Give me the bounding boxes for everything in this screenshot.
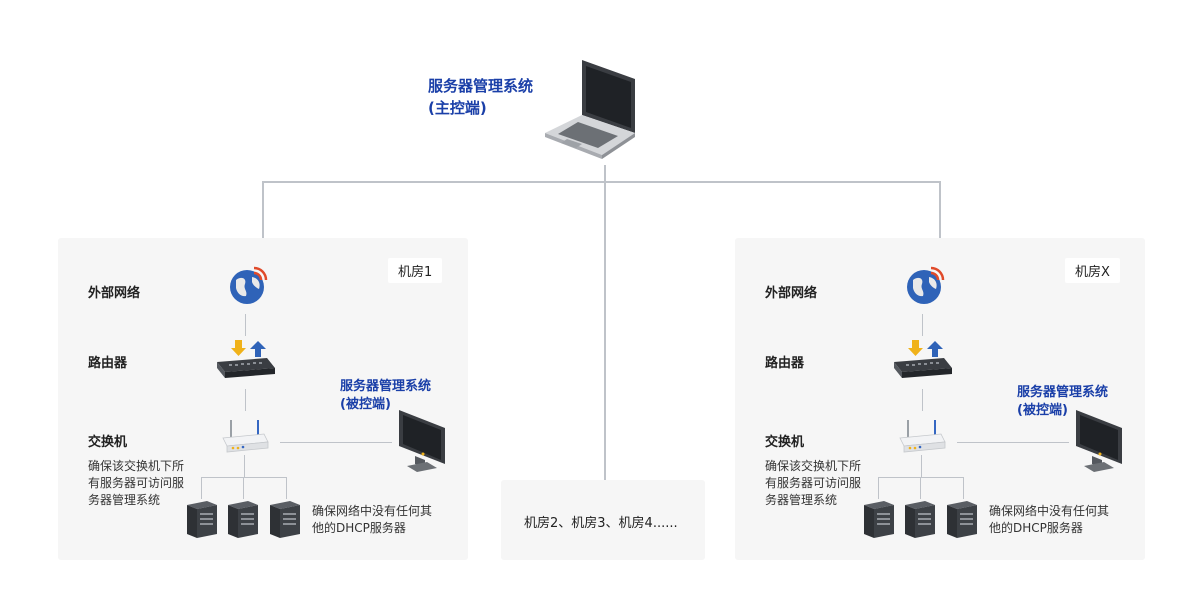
switch-note-line: 确保该交换机下所 — [765, 459, 862, 473]
controller-title: 服务器管理系统 — [428, 77, 534, 95]
link-server-bus-1 — [201, 477, 287, 478]
link-server-b-1 — [243, 477, 244, 499]
link-switch-servers-1 — [244, 455, 245, 477]
dhcp-note-1: 确保网络中没有任何其 他的DHCP服务器 — [312, 503, 462, 537]
switch-icon — [897, 418, 947, 454]
link-router-switch-1 — [245, 389, 246, 411]
dhcp-note-line: 他的DHCP服务器 — [312, 521, 406, 535]
router-label-1: 路由器 — [88, 356, 128, 371]
connector-left-drop — [262, 181, 264, 238]
controller-label: 服务器管理系统 (主控端) — [428, 75, 533, 119]
link-globe-router-1 — [245, 314, 246, 336]
server-icon — [903, 499, 937, 539]
server-icon — [945, 499, 979, 539]
switch-label-1: 交换机 — [88, 435, 128, 450]
link-switch-client-x — [957, 442, 1069, 443]
globe-icon — [228, 264, 270, 306]
dhcp-note-line: 确保网络中没有任何其 — [312, 504, 433, 518]
monitor-icon — [1070, 406, 1126, 474]
client-title: 服务器管理系统 — [1017, 385, 1109, 400]
router-label-x: 路由器 — [765, 356, 805, 371]
link-switch-servers-x — [921, 455, 922, 477]
other-rooms-label: 机房2、机房3、机房4...... — [524, 516, 678, 531]
switch-note-line: 有服务器可访问服 — [765, 476, 862, 490]
client-subtitle: (被控端) — [1017, 403, 1068, 418]
server-icon — [268, 499, 302, 539]
client-label-1: 服务器管理系统 (被控端) — [340, 378, 431, 414]
connector-horizontal — [262, 181, 941, 183]
server-icon — [185, 499, 219, 539]
switch-note-line: 务器管理系统 — [765, 493, 838, 507]
switch-label-x: 交换机 — [765, 435, 805, 450]
room-tag-x: 机房X — [1065, 258, 1120, 283]
connector-right-drop — [939, 181, 941, 238]
switch-note-1: 确保该交换机下所 有服务器可访问服 务器管理系统 — [88, 458, 208, 509]
dhcp-note-x: 确保网络中没有任何其 他的DHCP服务器 — [989, 503, 1139, 537]
dhcp-note-line: 确保网络中没有任何其 — [989, 504, 1110, 518]
server-icon — [226, 499, 260, 539]
switch-icon — [220, 418, 270, 454]
external-network-label-1: 外部网络 — [88, 286, 141, 301]
link-router-switch-x — [922, 389, 923, 411]
link-server-c-x — [963, 477, 964, 499]
link-globe-router-x — [922, 314, 923, 336]
client-label-x: 服务器管理系统 (被控端) — [1017, 384, 1108, 420]
globe-icon — [905, 264, 947, 306]
link-server-bus-x — [878, 477, 964, 478]
room-tag-1: 机房1 — [388, 258, 443, 283]
client-title: 服务器管理系统 — [340, 379, 432, 394]
external-network-label-x: 外部网络 — [765, 286, 818, 301]
monitor-icon — [393, 406, 449, 474]
link-server-a-1 — [201, 477, 202, 499]
connector-trunk — [604, 165, 606, 480]
switch-note-line: 有服务器可访问服 — [88, 476, 185, 490]
server-icon — [862, 499, 896, 539]
dhcp-note-line: 他的DHCP服务器 — [989, 521, 1083, 535]
link-switch-client-1 — [280, 442, 392, 443]
link-server-b-x — [920, 477, 921, 499]
controller-subtitle: (主控端) — [428, 99, 487, 117]
switch-note-line: 务器管理系统 — [88, 493, 161, 507]
other-rooms-panel — [501, 480, 705, 560]
switch-note-line: 确保该交换机下所 — [88, 459, 185, 473]
switch-note-x: 确保该交换机下所 有服务器可访问服 务器管理系统 — [765, 458, 885, 509]
client-subtitle: (被控端) — [340, 397, 391, 412]
router-icon — [215, 338, 277, 382]
link-server-a-x — [878, 477, 879, 499]
router-icon — [892, 338, 954, 382]
link-server-c-1 — [286, 477, 287, 499]
laptop-icon — [540, 55, 640, 160]
